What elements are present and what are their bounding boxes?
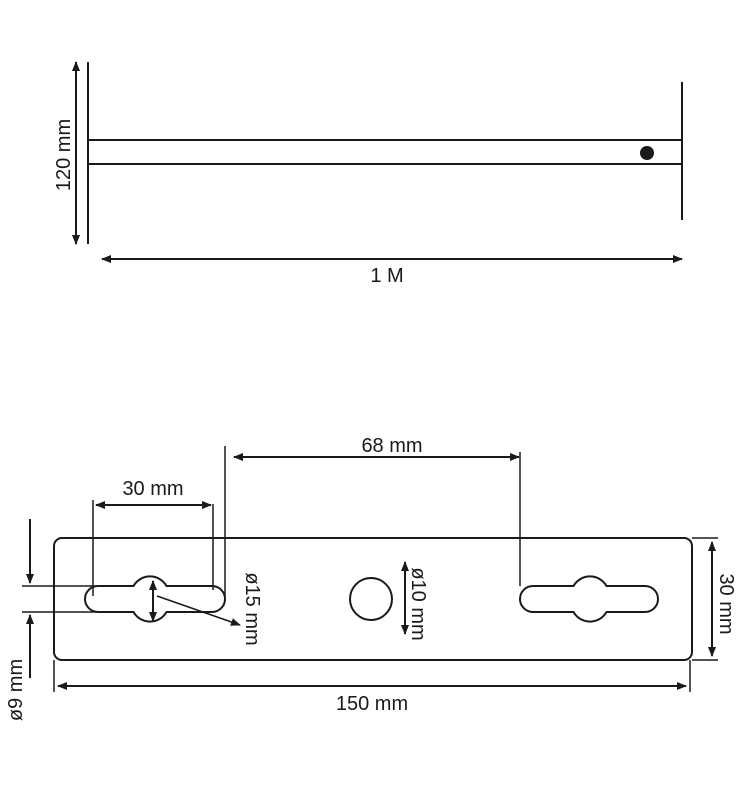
- rail-end-hole: [640, 146, 654, 160]
- slot-length-dimension-label: 30 mm: [122, 478, 183, 500]
- plate-height-dimension-label: 30 mm: [715, 573, 737, 634]
- spacing-dimension-label: 68 mm: [361, 435, 422, 457]
- right-keyhole-slot: [519, 575, 659, 623]
- slot-width-dimension-label: ø9 mm: [5, 659, 27, 721]
- rail-top-view: 120 mm 1 M: [53, 61, 683, 287]
- center-hole-diameter-label: ø10 mm: [407, 567, 429, 640]
- length-dimension-label: 1 M: [370, 265, 403, 287]
- mounting-plate: [53, 537, 693, 661]
- plate-width-dimension-label: 150 mm: [336, 693, 408, 715]
- left-keyhole-slot: [84, 575, 226, 623]
- mounting-plate-view: 68 mm 30 mm ø15 mm ø10 mm 30 mm ø9 mm 15…: [5, 435, 737, 721]
- center-mounting-hole: [349, 577, 393, 621]
- keyhole-diameter-label: ø15 mm: [241, 572, 263, 645]
- height-dimension-label: 120 mm: [53, 119, 75, 191]
- keyhole-diameter-leader: [156, 595, 241, 626]
